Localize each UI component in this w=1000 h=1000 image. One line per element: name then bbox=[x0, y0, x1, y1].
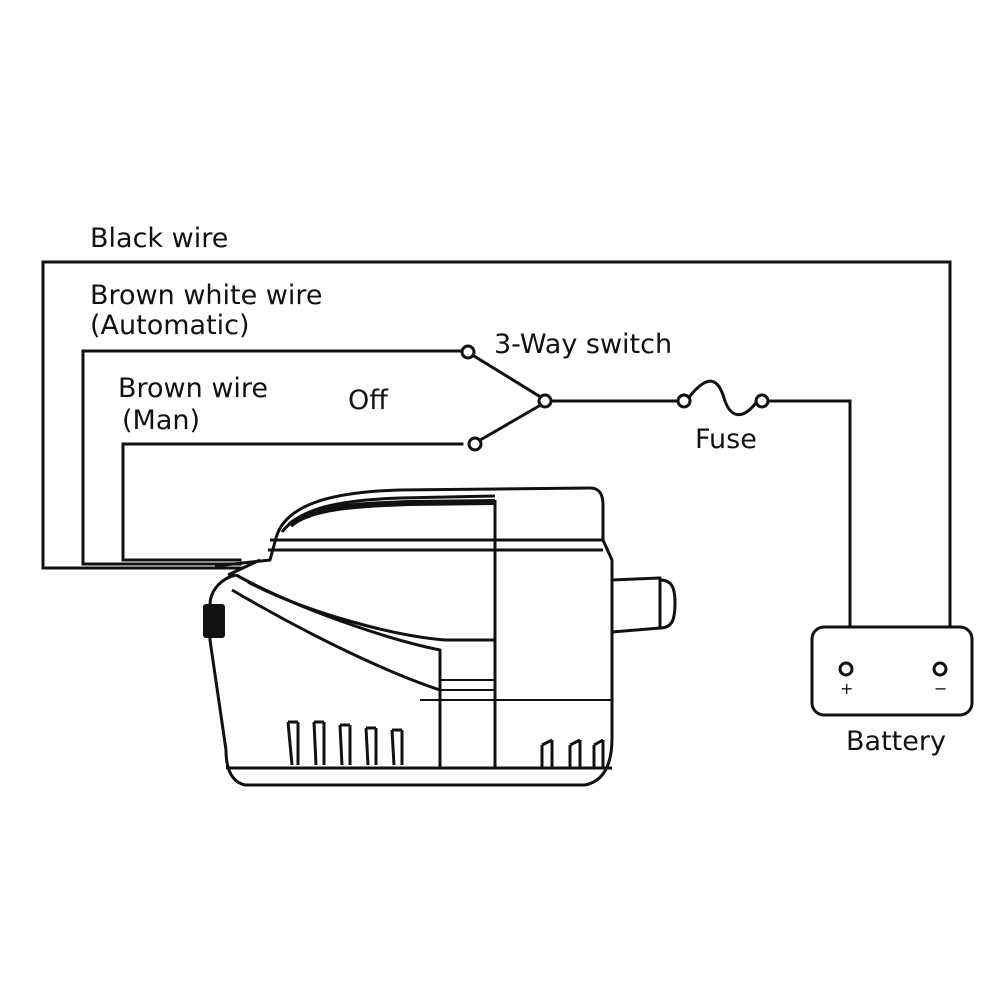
brown-white-wire bbox=[81, 349, 464, 566]
fuse-to-battery-wire bbox=[767, 399, 852, 662]
fuse-element bbox=[687, 379, 758, 416]
label-brown-wire: Brown wire bbox=[118, 373, 268, 404]
label-off: Off bbox=[348, 385, 389, 416]
label-black-wire: Black wire bbox=[90, 223, 228, 254]
bilge-pump-icon bbox=[203, 486, 677, 787]
switch-arm-manual bbox=[479, 403, 542, 442]
switch-contact-automatic bbox=[460, 344, 476, 360]
switch-arm-automatic bbox=[471, 353, 542, 399]
fuse-terminal-right bbox=[754, 393, 770, 409]
battery-box bbox=[810, 625, 974, 717]
label-man: (Man) bbox=[122, 405, 200, 436]
black-wire bbox=[41, 260, 952, 652]
fuse-terminal-left bbox=[676, 393, 692, 409]
switch-contact-common bbox=[537, 393, 553, 409]
pump-side-cap bbox=[203, 604, 225, 638]
label-brown-white-wire: Brown white wire bbox=[90, 280, 323, 311]
label-3-way-switch: 3-Way switch bbox=[494, 329, 672, 360]
label-battery: Battery bbox=[846, 726, 946, 757]
switch-contact-manual bbox=[467, 436, 483, 452]
label-automatic: (Automatic) bbox=[90, 310, 250, 341]
label-fuse: Fuse bbox=[695, 424, 757, 455]
battery-negative-terminal bbox=[932, 661, 948, 677]
battery-minus-sign: − bbox=[934, 679, 947, 698]
battery-positive-terminal bbox=[838, 661, 854, 677]
battery-plus-sign: + bbox=[840, 679, 853, 698]
brown-wire bbox=[121, 442, 464, 562]
